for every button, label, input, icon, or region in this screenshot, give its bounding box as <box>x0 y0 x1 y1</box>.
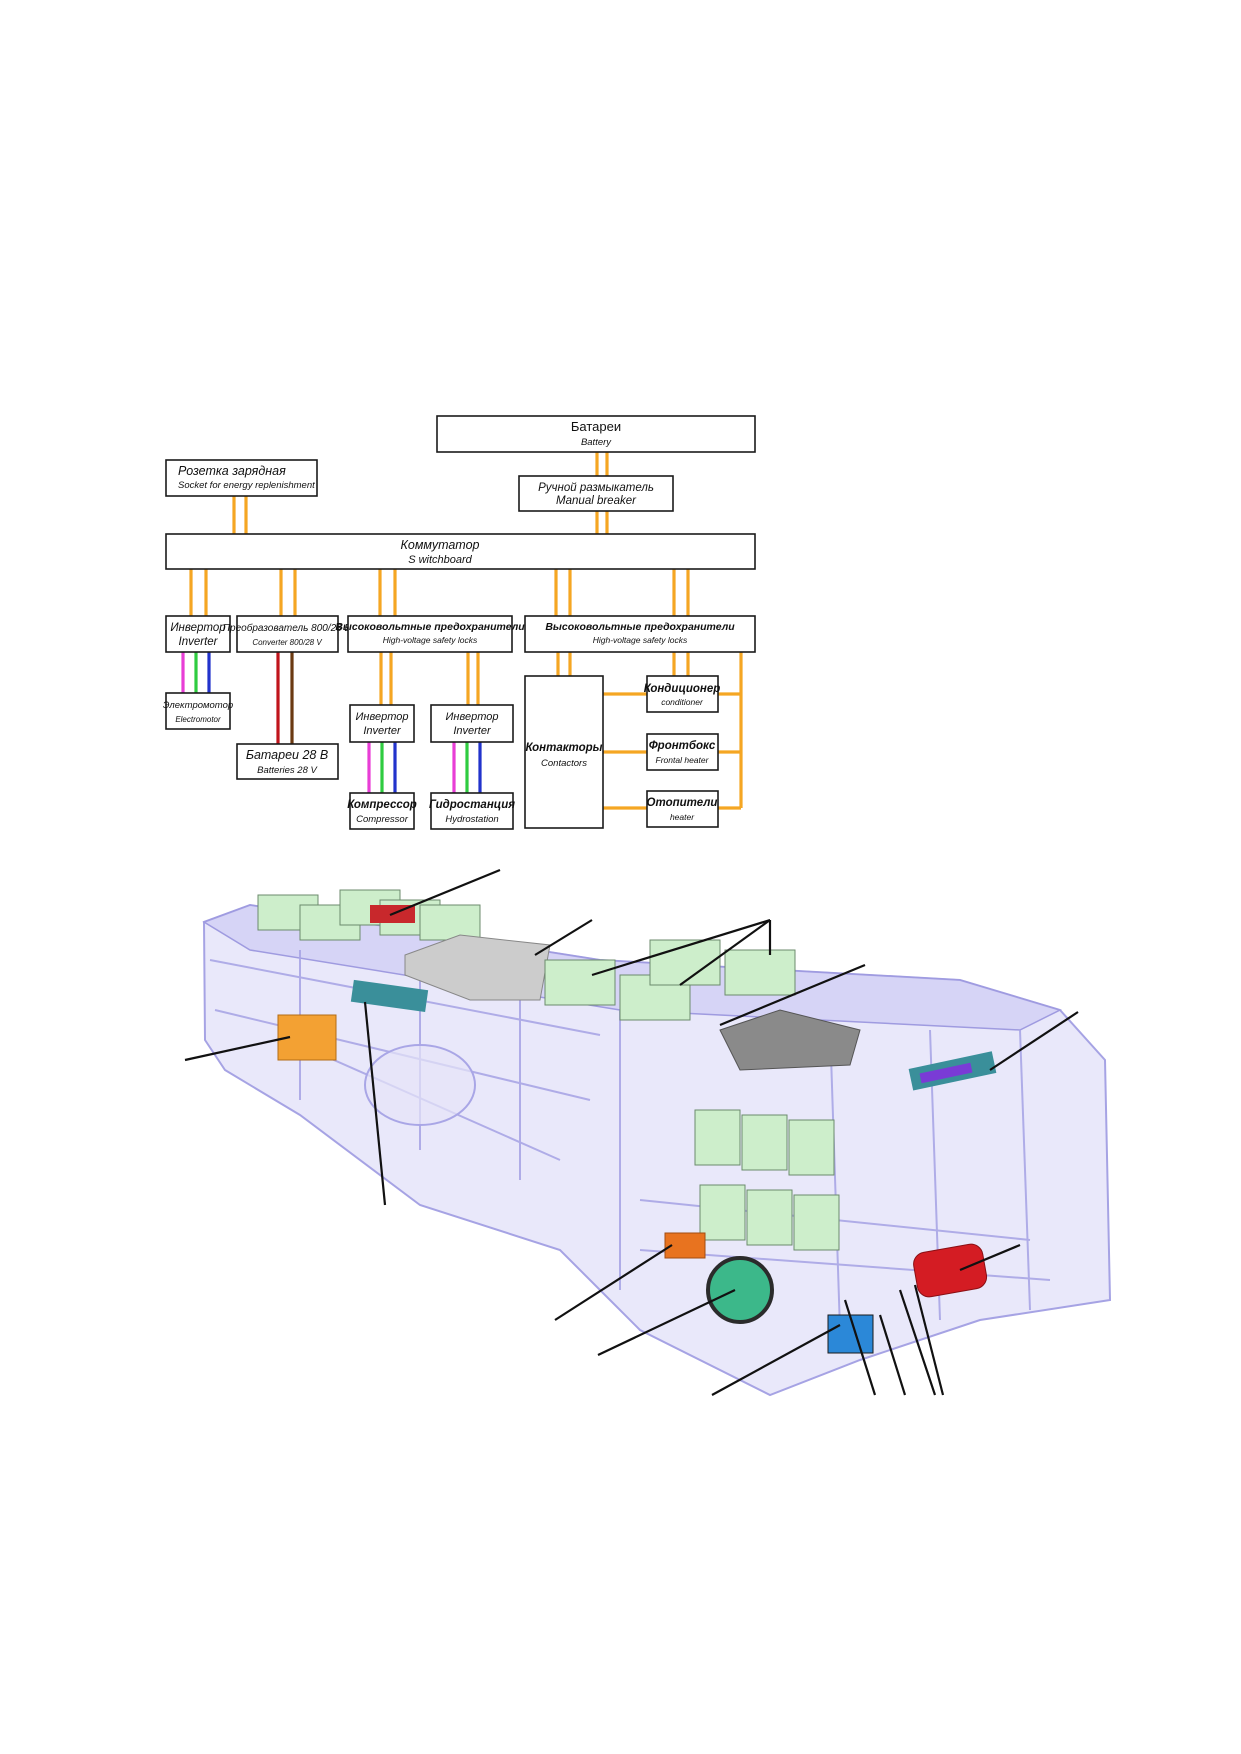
roof-battery-modules-front <box>544 939 796 1021</box>
svg-text:Электромотор: Электромотор <box>163 700 233 711</box>
svg-text:Battery: Battery <box>581 437 612 448</box>
svg-text:Inverter: Inverter <box>363 725 402 737</box>
converter-block: Преобразователь 800/28 В Converter 800/2… <box>223 615 352 653</box>
compressor-inverter-block: Инвертор Inverter <box>349 704 415 743</box>
hydro-inverter-block: Инвертор Inverter <box>430 704 514 743</box>
low-voltage-wiring <box>276 652 294 744</box>
conditioner-block: Кондиционер conditioner <box>644 675 721 713</box>
central-battery-rack <box>694 1109 840 1251</box>
svg-text:Гидростанция: Гидростанция <box>429 799 515 811</box>
hv-safety-locks-block-1: Высоковольтные предохранители High-volta… <box>335 615 525 653</box>
front-display-strip <box>919 1062 973 1084</box>
power-bus-wiring <box>189 452 743 810</box>
svg-text:conditioner: conditioner <box>661 697 704 707</box>
callout-leader-lines <box>184 868 1079 1396</box>
svg-text:High-voltage safety locks: High-voltage safety locks <box>383 635 478 645</box>
hv-safety-locks-block-2: Высоковольтные предохранители High-volta… <box>524 615 756 653</box>
manual-breaker-block: Ручной размыкатель Manual breaker <box>518 475 674 512</box>
svg-text:Батареи 28 В: Батареи 28 В <box>246 748 328 762</box>
svg-text:Ручной размыкатель: Ручной размыкатель <box>538 482 654 494</box>
bus-illustration <box>184 868 1112 1397</box>
roof-grey-module <box>404 934 551 1001</box>
svg-text:Manual breaker: Manual breaker <box>556 495 637 507</box>
svg-text:Converter 800/28 V: Converter 800/28 V <box>252 638 322 647</box>
svg-text:Высоковольтные предохранители: Высоковольтные предохранители <box>335 621 525 633</box>
svg-text:Высоковольтные предохранители: Высоковольтные предохранители <box>545 621 735 633</box>
contactors-block: Контакторы Contactors <box>524 675 604 829</box>
traction-motor <box>706 1256 774 1324</box>
svg-text:Compressor: Compressor <box>356 814 409 825</box>
svg-text:Отопители: Отопители <box>647 797 718 809</box>
charging-socket-block: Розетка зарядная Socket for energy reple… <box>165 459 318 497</box>
red-heater-unit <box>913 1243 988 1298</box>
svg-text:Socket for energy replenishmen: Socket for energy replenishment <box>178 480 315 491</box>
svg-text:Компрессор: Компрессор <box>347 799 417 811</box>
svg-text:Коммутатор: Коммутатор <box>401 538 480 552</box>
svg-text:Розетка зарядная: Розетка зарядная <box>178 464 286 478</box>
svg-text:Инвертор: Инвертор <box>446 711 499 723</box>
svg-text:Фронтбокс: Фронтбокс <box>649 740 716 752</box>
svg-text:Кондиционер: Кондиционер <box>644 683 721 695</box>
batteries-28v-block: Батареи 28 В Batteries 28 V <box>236 743 339 780</box>
svg-text:heater: heater <box>670 812 695 822</box>
svg-text:S witchboard: S witchboard <box>408 554 472 566</box>
svg-text:Electromotor: Electromotor <box>175 715 221 724</box>
svg-text:Преобразователь 800/28 В: Преобразователь 800/28 В <box>223 622 352 634</box>
battery-block: Батареи Battery <box>436 415 756 453</box>
svg-text:Инвертор: Инвертор <box>356 711 409 723</box>
svg-text:Контакторы: Контакторы <box>526 742 603 754</box>
heaters-block: Отопители heater <box>646 790 719 828</box>
teal-unit-roof <box>350 979 429 1013</box>
frontbox-block: Фронтбокс Frontal heater <box>646 733 719 771</box>
electromotor-block: Электромотор Electromotor <box>163 692 233 730</box>
svg-text:Frontal heater: Frontal heater <box>656 755 710 765</box>
svg-text:High-voltage safety locks: High-voltage safety locks <box>593 635 688 645</box>
svg-text:Батареи: Батареи <box>571 419 621 434</box>
wheel-arch <box>364 1044 476 1126</box>
switchboard-block: Коммутатор S witchboard <box>165 533 756 570</box>
svg-text:Hydrostation: Hydrostation <box>445 814 498 825</box>
hydrostation-block: Гидростанция Hydrostation <box>429 792 515 830</box>
svg-text:Contactors: Contactors <box>541 758 587 769</box>
svg-text:Inverter: Inverter <box>453 725 492 737</box>
svg-text:Inverter: Inverter <box>179 636 219 648</box>
svg-text:Batteries 28 V: Batteries 28 V <box>257 765 318 776</box>
compressor-block: Компрессор Compressor <box>347 792 417 830</box>
svg-text:Инвертор: Инвертор <box>170 622 226 634</box>
roof-converter-box <box>719 1009 861 1071</box>
main-inverter-block: Инвертор Inverter <box>165 615 231 653</box>
three-phase-wiring <box>181 652 482 793</box>
